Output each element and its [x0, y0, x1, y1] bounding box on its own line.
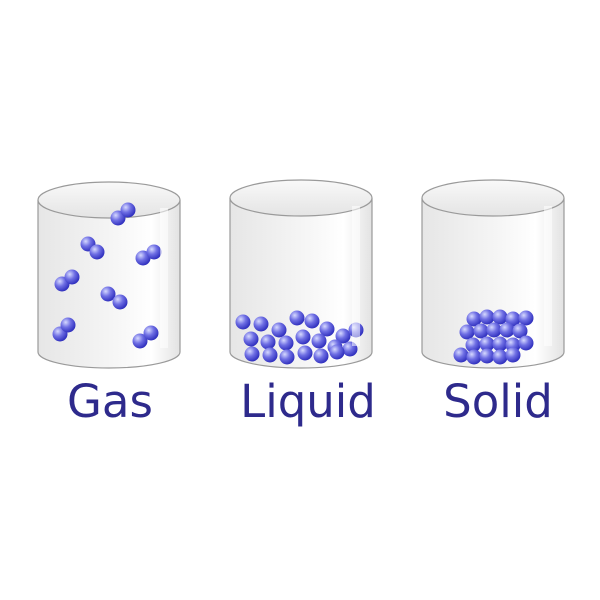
solid-container-body [421, 198, 565, 369]
gas-particle [60, 317, 76, 333]
solid-particle [473, 323, 489, 339]
liquid-particle [243, 331, 259, 347]
liquid-particle [311, 333, 327, 349]
gas-particles [52, 202, 162, 349]
gas-particle [110, 210, 126, 226]
solid-particle [518, 310, 534, 326]
liquid-particle [244, 346, 260, 362]
solid-particle [465, 337, 481, 353]
solid-particle [512, 323, 528, 339]
solid-particle [453, 347, 469, 363]
liquid-particle [319, 321, 335, 337]
gas-particle [132, 333, 148, 349]
liquid-particle [313, 348, 329, 364]
gas-container-rim [37, 181, 181, 219]
liquid-particle [289, 310, 305, 326]
solid-label: Solid [443, 375, 553, 428]
solid-container-rim [421, 179, 565, 217]
solid-container-shine [544, 206, 552, 346]
solid-particles [453, 309, 534, 365]
gas-particle [120, 202, 136, 218]
liquid-particle [262, 347, 278, 363]
liquid-particle [295, 329, 311, 345]
liquid-particle [271, 322, 287, 338]
gas-label: Gas [67, 375, 153, 428]
gas-particle [135, 250, 151, 266]
solid-particle [479, 336, 495, 352]
gas-particle [112, 294, 128, 310]
liquid-container-shine [352, 206, 360, 346]
solid-particle [466, 311, 482, 327]
solid-particle [492, 336, 508, 352]
gas-container-shine [160, 208, 168, 348]
gas-particle [143, 325, 159, 341]
solid-container [421, 179, 565, 369]
liquid-container [229, 179, 373, 369]
solid-particle [492, 309, 508, 325]
liquid-particle [260, 334, 276, 350]
liquid-particle [335, 328, 351, 344]
liquid-particle [253, 316, 269, 332]
gas-particle [89, 244, 105, 260]
solid-particle [466, 349, 482, 365]
solid-particle [518, 335, 534, 351]
liquid-particle [304, 313, 320, 329]
gas-particle [100, 286, 116, 302]
liquid-label: Liquid [240, 375, 376, 428]
solid-particle [486, 322, 502, 338]
solid-particle [479, 309, 495, 325]
liquid-particle [278, 335, 294, 351]
gas-particle [146, 244, 162, 260]
solid-particle [499, 322, 515, 338]
liquid-particle [279, 349, 295, 365]
solid-particle [492, 349, 508, 365]
liquid-particle [297, 345, 313, 361]
liquid-container-rim [229, 179, 373, 217]
gas-particle [64, 269, 80, 285]
solid-particle [459, 324, 475, 340]
gas-container [37, 181, 181, 369]
solid-particle [479, 348, 495, 364]
solid-particle [505, 311, 521, 327]
liquid-particle [329, 344, 345, 360]
solid-particle [505, 347, 521, 363]
liquid-particle [235, 314, 251, 330]
